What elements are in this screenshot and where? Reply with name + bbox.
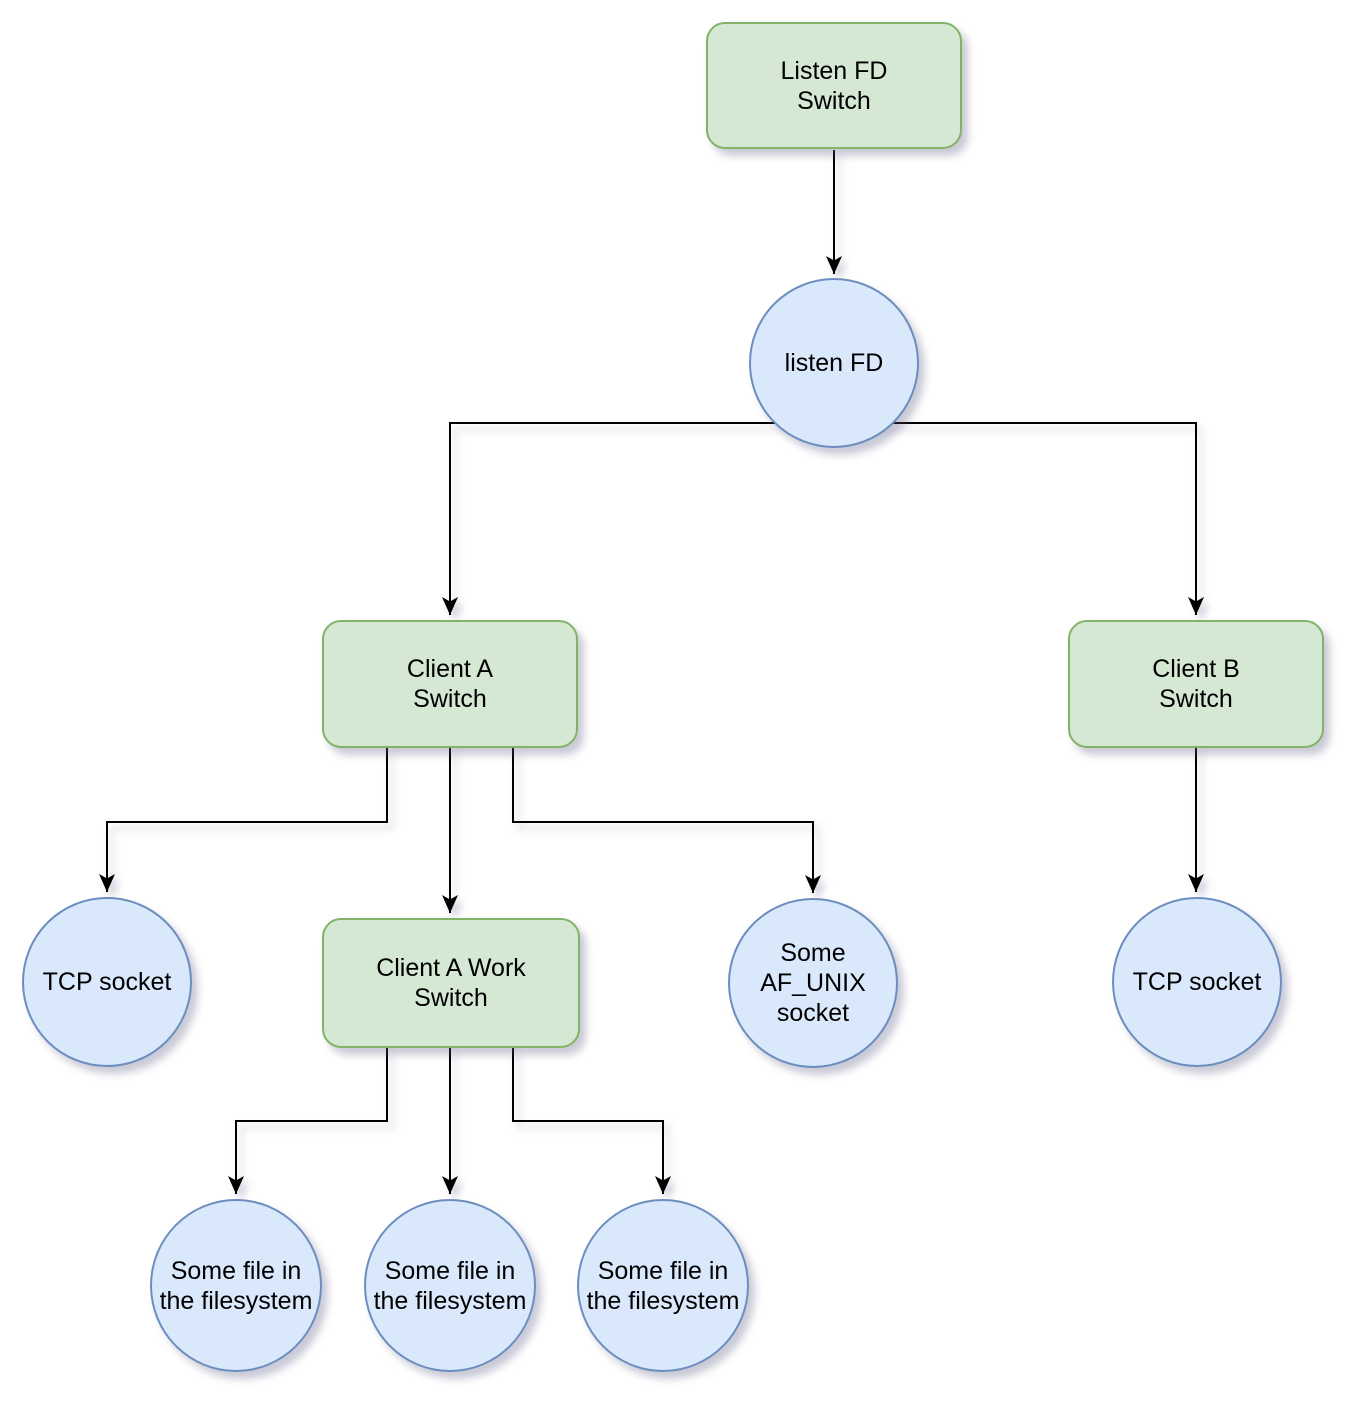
node-client-a-switch: Client A Switch (322, 620, 578, 748)
node-client-b-switch-label: Client B Switch (1152, 655, 1240, 713)
node-tcp-socket-a: TCP socket (22, 897, 192, 1067)
edge-listen-fd-to-client-b-switch (834, 422, 1204, 615)
node-file-1-label: Some file in the filesystem (159, 1256, 313, 1315)
edge-listen-fd-to-client-a-switch (442, 422, 834, 615)
node-af-unix-socket-label: Some AF_UNIX socket (760, 939, 866, 1027)
node-file-1: Some file in the filesystem (150, 1199, 322, 1372)
node-af-unix-socket: Some AF_UNIX socket (728, 898, 898, 1068)
node-listen-fd-switch: Listen FD Switch (706, 22, 962, 149)
node-listen-fd-label: listen FD (784, 349, 884, 377)
node-tcp-socket-a-label: TCP socket (42, 968, 172, 996)
node-client-a-work-switch-label: Client A Work Switch (376, 954, 526, 1012)
edge-client-a-switch-to-tcp-socket-a (99, 748, 388, 892)
node-listen-fd: listen FD (749, 278, 919, 448)
node-file-3-label: Some file in the filesystem (586, 1256, 740, 1315)
node-tcp-socket-b: TCP socket (1112, 897, 1282, 1067)
edge-client-a-switch-to-af-unix-socket (512, 748, 821, 893)
edge-client-a-work-switch-to-file-3 (512, 1048, 671, 1194)
node-listen-fd-switch-label: Listen FD Switch (780, 56, 888, 115)
node-file-2: Some file in the filesystem (364, 1199, 536, 1372)
node-file-2-label: Some file in the filesystem (373, 1256, 527, 1315)
node-tcp-socket-b-label: TCP socket (1132, 968, 1262, 996)
node-client-b-switch: Client B Switch (1068, 620, 1324, 748)
edge-client-a-work-switch-to-file-1 (228, 1048, 388, 1194)
node-file-3: Some file in the filesystem (577, 1199, 749, 1372)
node-client-a-switch-label: Client A Switch (406, 655, 494, 713)
node-client-a-work-switch: Client A Work Switch (322, 918, 580, 1048)
